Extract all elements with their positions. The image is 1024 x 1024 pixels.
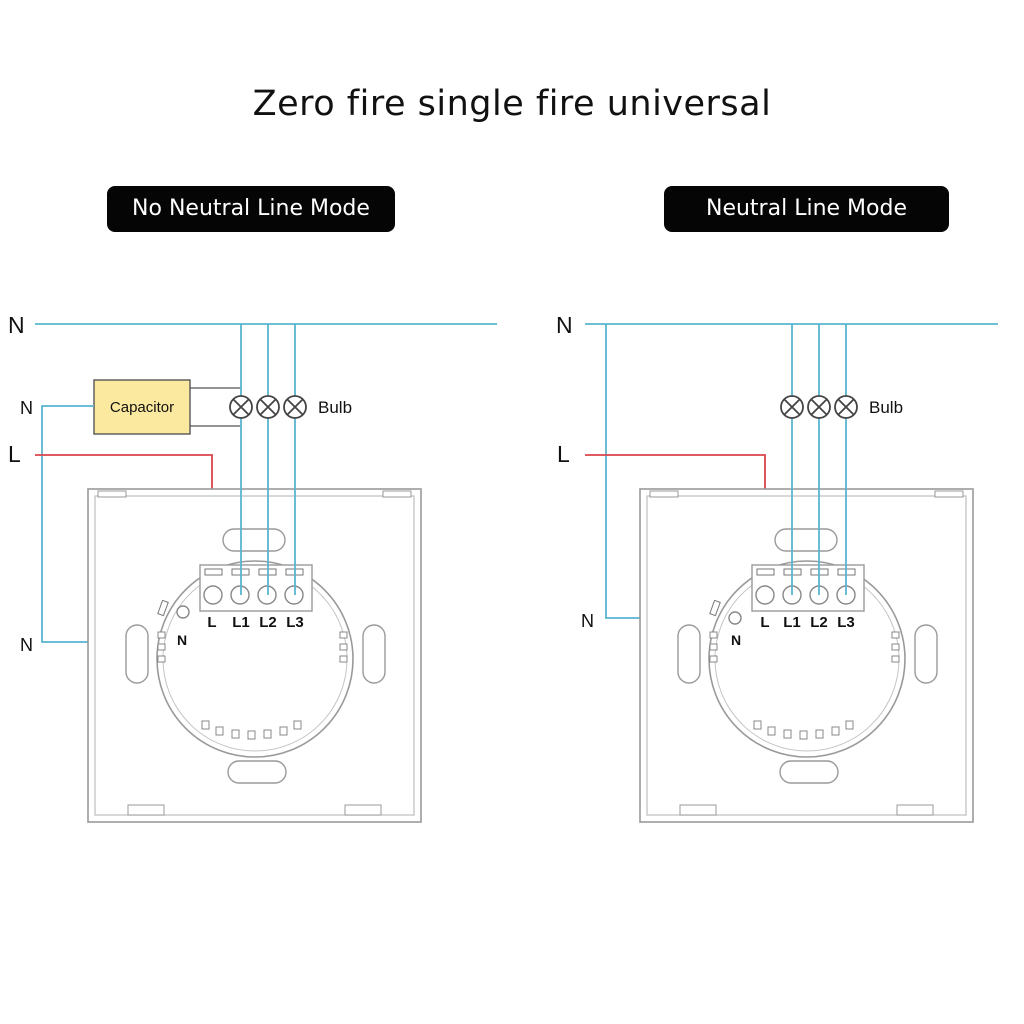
left-terminal-l2-label: L2 [259, 614, 277, 631]
right-bulb-label: Bulb [869, 398, 903, 417]
right-switch-panel [639, 488, 974, 823]
right-n-terminal [728, 611, 742, 625]
left-terminal-l-label: L [207, 614, 216, 631]
left-n-main-label: N [8, 312, 25, 338]
left-terminal-l3-label: L3 [286, 614, 304, 631]
right-n-bottom-label: N [581, 611, 594, 631]
right-wiring-diagram: N N L Bulb L L1 L2 L3 N [556, 312, 998, 823]
left-terminal-n-label: N [177, 632, 187, 648]
capacitor-label: Capacitor [110, 399, 174, 416]
left-n-bottom-label: N [20, 635, 33, 655]
right-terminal-l1-label: L1 [783, 614, 801, 631]
left-switch-panel [87, 488, 422, 823]
right-bulb-3-icon [834, 395, 858, 419]
right-terminal-n-label: N [731, 632, 741, 648]
right-bulb-2-icon [807, 395, 831, 419]
neutral-mode-label: Neutral Line Mode [664, 186, 949, 232]
left-wiring-diagram: N Capacitor N L Bulb L L1 L2 L3 N N [8, 312, 497, 823]
diagram-title: Zero fire single fire universal [252, 84, 772, 124]
left-bulb-1-icon [229, 395, 253, 419]
left-bulb-3-icon [283, 395, 307, 419]
right-n-main-label: N [556, 312, 573, 338]
left-bulb-label: Bulb [318, 398, 352, 417]
right-l-label: L [557, 441, 570, 467]
no-neutral-mode-label: No Neutral Line Mode [107, 186, 395, 232]
capacitor [93, 379, 191, 435]
right-terminal-l3-label: L3 [837, 614, 855, 631]
left-l-label: L [8, 441, 21, 467]
right-bulb-1-icon [780, 395, 804, 419]
right-terminal-l2-label: L2 [810, 614, 828, 631]
left-terminal-l1-label: L1 [232, 614, 250, 631]
left-n-terminal [176, 605, 190, 619]
left-bulb-2-icon [256, 395, 280, 419]
right-terminal-l-label: L [760, 614, 769, 631]
left-n-capacitor-label: N [20, 398, 33, 418]
